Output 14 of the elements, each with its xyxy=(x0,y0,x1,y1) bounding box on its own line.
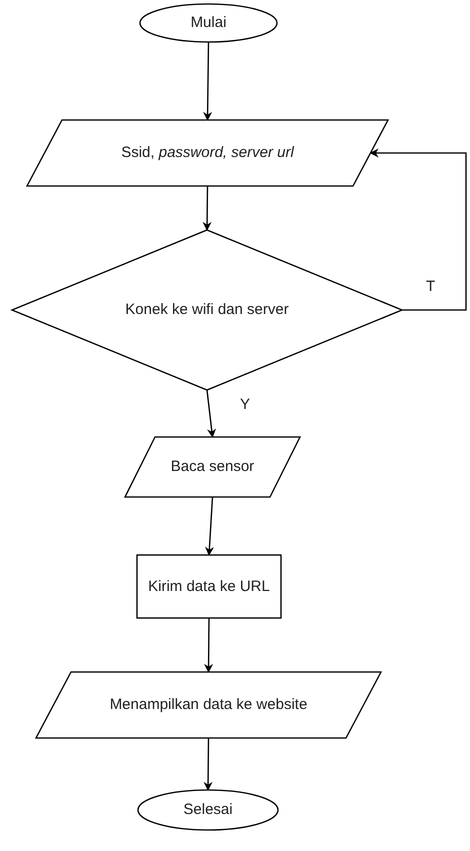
node-text: Selesai xyxy=(183,800,233,820)
arrow xyxy=(370,148,467,311)
arrow xyxy=(204,618,214,673)
node-text: Baca sensor xyxy=(170,457,254,477)
arrow xyxy=(203,42,212,121)
node-text: Menampilkan data ke website xyxy=(110,695,308,715)
arrow xyxy=(205,496,214,556)
node-text: Ssid, password, server url xyxy=(121,143,294,163)
arrow xyxy=(206,390,216,438)
node-text: Kirim data ke URL xyxy=(148,576,270,596)
arrow xyxy=(204,738,213,791)
arrow xyxy=(202,186,212,231)
node-text: Mulai xyxy=(190,13,226,33)
node-text: Konek ke wifi dan server xyxy=(125,300,289,320)
